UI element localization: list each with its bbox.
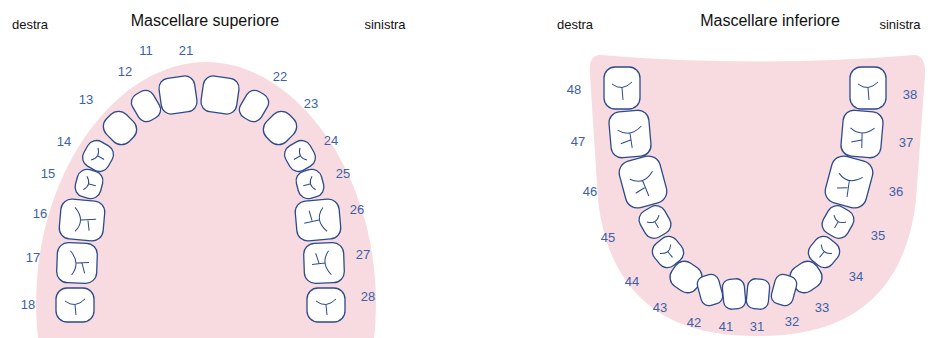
tooth-number: 23 (304, 97, 318, 111)
tooth-number: 16 (33, 207, 47, 221)
tooth-number: 31 (750, 320, 764, 334)
tooth-number: 13 (79, 93, 93, 107)
tooth-number: 18 (21, 298, 35, 312)
tooth-number: 33 (815, 301, 829, 315)
tooth-number: 35 (871, 229, 885, 243)
tooth-number: 17 (26, 251, 40, 265)
tooth-number: 28 (361, 290, 375, 304)
tooth-number: 27 (356, 248, 370, 262)
tooth-number: 11 (139, 44, 153, 58)
tooth (56, 288, 94, 322)
tooth-number: 44 (625, 275, 639, 289)
jaw-heading: Mascellare inferiore (700, 12, 840, 30)
side-label: destra (557, 18, 593, 32)
tooth (294, 198, 341, 242)
tooth-number: 34 (849, 270, 863, 284)
tooth-number: 24 (324, 134, 338, 148)
tooth-number: 21 (179, 44, 193, 58)
tooth-number: 43 (653, 301, 667, 315)
lower-jaw (590, 55, 925, 336)
tooth (604, 67, 640, 109)
tooth-number: 25 (336, 167, 350, 181)
tooth-number: 41 (719, 320, 733, 334)
tooth (294, 167, 326, 201)
tooth (722, 278, 747, 310)
tooth (158, 75, 199, 116)
tooth-number: 36 (889, 185, 903, 199)
tooth-number: 15 (41, 167, 55, 181)
tooth-number: 46 (583, 185, 597, 199)
tooth-number: 47 (571, 135, 585, 149)
tooth (840, 109, 884, 158)
tooth-number: 38 (903, 88, 917, 102)
side-label: destra (12, 18, 48, 32)
tooth (200, 75, 241, 116)
tooth (58, 198, 105, 242)
tooth (303, 242, 344, 283)
tooth-number: 14 (57, 135, 71, 149)
tooth (769, 273, 798, 308)
tooth-number: 26 (350, 203, 364, 217)
tooth (56, 242, 97, 283)
tooth (695, 273, 724, 308)
tooth-number: 45 (601, 231, 615, 245)
tooth (608, 109, 652, 158)
tooth-number: 37 (899, 136, 913, 150)
jaw-heading: Mascellare superiore (131, 12, 280, 30)
tooth-number: 22 (273, 70, 287, 84)
tooth-number: 42 (687, 316, 701, 330)
tooth-number: 12 (118, 65, 132, 79)
tooth (128, 87, 164, 125)
tooth (823, 153, 876, 210)
side-label: sinistra (879, 18, 920, 32)
tooth (617, 153, 670, 210)
tooth (99, 107, 141, 149)
upper-jaw (36, 62, 376, 338)
tooth (73, 167, 105, 201)
tooth (236, 87, 272, 125)
tooth-number: 32 (785, 315, 799, 329)
tooth (746, 278, 771, 310)
tooth-number: 48 (567, 83, 581, 97)
side-label: sinistra (364, 18, 405, 32)
tooth (307, 288, 345, 322)
tooth (850, 67, 886, 109)
